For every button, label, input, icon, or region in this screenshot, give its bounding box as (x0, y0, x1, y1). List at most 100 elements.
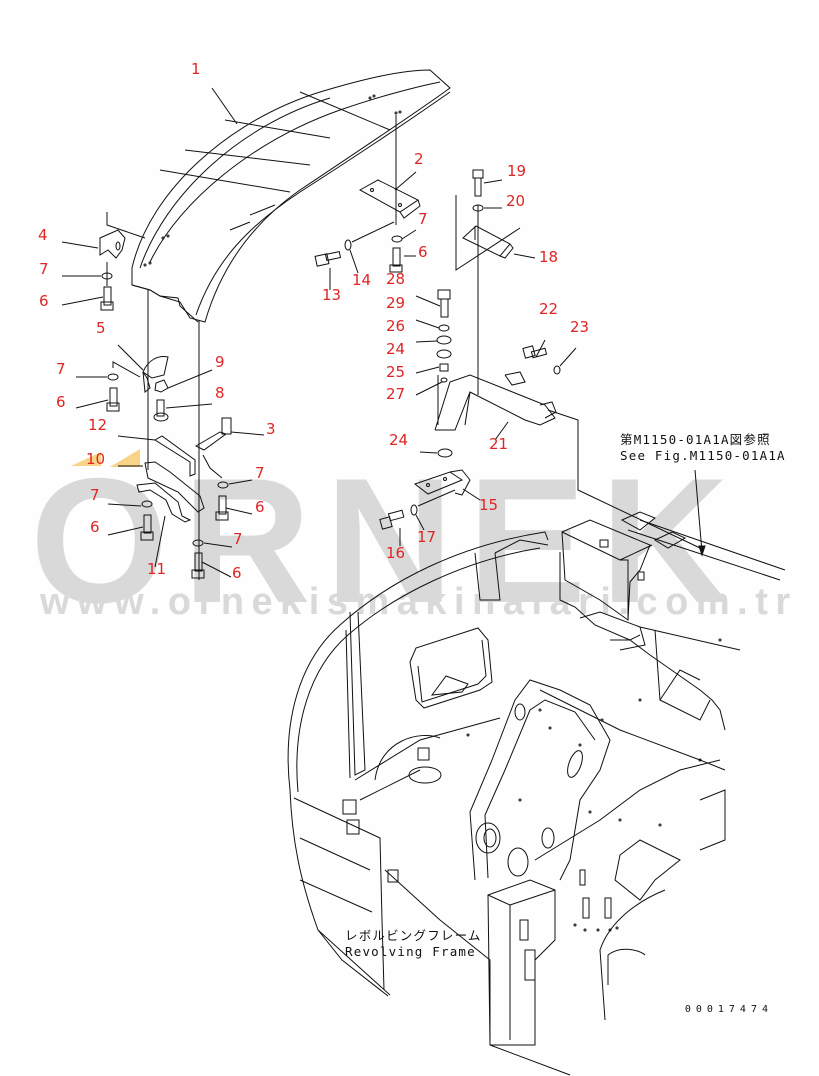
alignment-line (456, 195, 520, 270)
reference-note-jp: 第M1150-01A1A図参照 (620, 432, 771, 447)
callout-7[interactable]: 7 (418, 210, 428, 228)
callout-2[interactable]: 2 (414, 150, 424, 168)
washer-part-27 (441, 378, 447, 382)
callout-14[interactable]: 14 (352, 271, 372, 289)
alignment-line (203, 455, 222, 478)
bolt-part-13 (315, 252, 340, 267)
leader-line (416, 367, 439, 373)
callout-5[interactable]: 5 (96, 319, 106, 337)
callout-6[interactable]: 6 (418, 243, 428, 261)
callout-24[interactable]: 24 (386, 340, 406, 358)
callout-27[interactable]: 27 (386, 385, 406, 403)
callout-1[interactable]: 1 (191, 60, 201, 78)
reference-leader (695, 470, 702, 552)
washer-part-7c (108, 374, 118, 380)
callout-28[interactable]: 28 (386, 270, 406, 288)
callout-6[interactable]: 6 (232, 564, 242, 582)
leader-line (536, 340, 545, 357)
highlight-marker-icon (110, 449, 140, 467)
bracket-part-3 (196, 418, 231, 450)
leader-line (76, 400, 108, 408)
leader-line (229, 480, 252, 484)
bolt-part-6e (141, 515, 153, 540)
callout-15[interactable]: 15 (479, 496, 499, 514)
leader-line (484, 180, 502, 183)
callout-17[interactable]: 17 (417, 528, 437, 546)
leader-line (560, 348, 576, 366)
callout-18[interactable]: 18 (539, 248, 559, 266)
callout-7[interactable]: 7 (56, 360, 66, 378)
callout-8[interactable]: 8 (215, 384, 225, 402)
leader-line (416, 341, 437, 342)
leader-line (226, 508, 252, 514)
callout-10[interactable]: 10 (86, 450, 106, 468)
leader-line (166, 404, 212, 408)
collar-part-25 (440, 364, 448, 371)
leader-line (416, 320, 439, 328)
callout-9[interactable]: 9 (215, 353, 225, 371)
leader-line (168, 370, 212, 388)
leader-line (420, 452, 437, 453)
leader-line (352, 222, 394, 242)
washer-part-7 (392, 236, 402, 242)
bolt-part-6d (216, 496, 228, 520)
callout-12[interactable]: 12 (88, 416, 108, 434)
callout-20[interactable]: 20 (506, 192, 526, 210)
callout-16[interactable]: 16 (386, 544, 406, 562)
bolt-part-22 (523, 346, 547, 358)
frame-label-jp: レボルビングフレーム (345, 928, 482, 943)
callout-6[interactable]: 6 (255, 498, 265, 516)
washer-part-14 (345, 240, 351, 250)
callout-3[interactable]: 3 (266, 420, 276, 438)
leader-line (155, 516, 165, 567)
callout-6[interactable]: 6 (56, 393, 66, 411)
leader-line (416, 382, 442, 395)
callout-7[interactable]: 7 (90, 486, 100, 504)
callout-24[interactable]: 24 (389, 431, 409, 449)
callout-7[interactable]: 7 (39, 260, 49, 278)
washer-part-7d (218, 482, 228, 488)
highlight-marker-icon (71, 452, 101, 466)
callout-22[interactable]: 22 (539, 300, 559, 318)
callout-7[interactable]: 7 (255, 464, 265, 482)
nut-part-9 (155, 380, 168, 392)
washer-part-7e (142, 501, 152, 507)
stay-part-11 (137, 483, 190, 522)
callout-29[interactable]: 29 (386, 294, 406, 312)
frame-label: レボルビングフレーム Revolving Frame (345, 928, 482, 960)
leader-line (202, 562, 231, 577)
leader-line (418, 490, 455, 506)
callout-21[interactable]: 21 (489, 435, 509, 453)
callout-11[interactable]: 11 (147, 560, 167, 578)
callout-7[interactable]: 7 (233, 530, 243, 548)
leader-line (402, 230, 416, 239)
bolt-part-16 (380, 510, 404, 529)
callout-19[interactable]: 19 (507, 162, 527, 180)
hood-cover-part (132, 70, 450, 322)
leader-line (118, 345, 143, 370)
frame-label-en: Revolving Frame (345, 944, 476, 959)
bracket-part-15 (415, 470, 470, 495)
callout-6[interactable]: 6 (39, 292, 49, 310)
bolt-part-6 (390, 248, 402, 272)
callout-13[interactable]: 13 (322, 286, 342, 304)
arrow-icon (699, 546, 705, 555)
leader-line (62, 242, 98, 248)
callout-25[interactable]: 25 (386, 363, 406, 381)
callout-26[interactable]: 26 (386, 317, 406, 335)
bracket-part-21 (435, 372, 556, 430)
bolt-part-29 (438, 290, 450, 317)
alignment-line (548, 410, 700, 548)
document-number: 00017474 (684, 1004, 773, 1015)
leader-line (416, 515, 424, 530)
leader-line (62, 297, 103, 305)
plate-part-5 (143, 357, 168, 392)
bolt-part-19 (473, 170, 483, 196)
callout-23[interactable]: 23 (570, 318, 590, 336)
bracket-part-4 (100, 230, 125, 258)
leader-line (108, 527, 143, 535)
callout-4[interactable]: 4 (38, 226, 48, 244)
bracket-part-10 (145, 462, 204, 512)
callout-6[interactable]: 6 (90, 518, 100, 536)
